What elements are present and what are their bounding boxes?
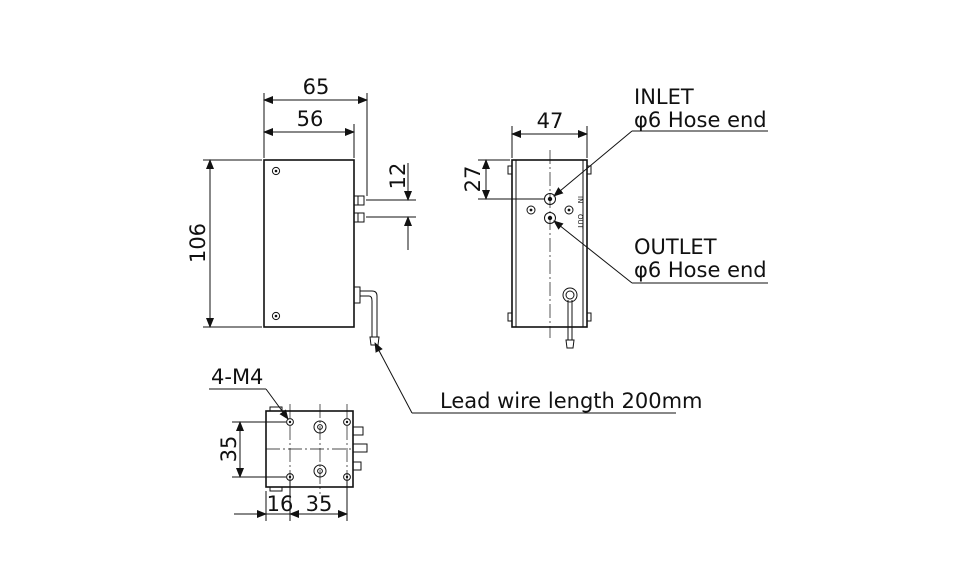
outlet-title: OUTLET — [634, 235, 717, 259]
inlet-port — [544, 193, 556, 205]
side-body — [511, 159, 588, 328]
front-ports — [353, 195, 365, 223]
outlet-port — [544, 212, 556, 224]
bottom-view: 35 16 35 — [217, 404, 368, 521]
lead-wire-callout: Lead wire length 200mm — [374, 342, 703, 414]
inlet-title: INLET — [634, 85, 694, 109]
side-grommet — [562, 287, 578, 349]
m4-hole-3 — [286, 473, 294, 481]
lead-wire-label: Lead wire length 200mm — [440, 389, 703, 413]
dim-bottom-hole-pitch-horizontal: 35 — [306, 492, 333, 516]
mount-holes-label: 4-M4 — [211, 365, 263, 389]
outlet-callout: OUTLET φ6 Hose end — [553, 220, 768, 284]
out-mark: OUT — [576, 214, 584, 230]
m4-hole-4 — [343, 473, 351, 481]
dim-bottom-offset: 16 — [267, 492, 294, 516]
side-screw-left — [526, 205, 536, 215]
dim-side-port-offset: 27 — [461, 166, 485, 193]
dim-side-width: 47 — [537, 109, 564, 133]
outlet-spec: φ6 Hose end — [634, 258, 767, 282]
side-view: IN OUT 47 27 — [461, 109, 592, 349]
bottom-screw-bottom — [313, 464, 327, 478]
dim-front-width-overall: 65 — [303, 75, 330, 99]
dim-bottom-hole-pitch-vertical: 35 — [217, 436, 241, 463]
m4-hole-1 — [286, 418, 294, 426]
front-lead-wire — [353, 286, 380, 346]
dim-front-height: 106 — [186, 223, 210, 263]
mount-holes-callout: 4-M4 — [209, 365, 289, 420]
in-mark: IN — [576, 196, 584, 203]
front-screw-bottom — [271, 311, 281, 321]
side-screw-right — [564, 205, 574, 215]
bottom-screw-top — [313, 420, 327, 434]
m4-hole-2 — [343, 418, 351, 426]
inlet-callout: INLET φ6 Hose end — [553, 85, 768, 197]
dim-port-pitch: 12 — [386, 163, 410, 190]
dim-front-width-body: 56 — [297, 107, 324, 131]
inlet-spec: φ6 Hose end — [634, 108, 767, 132]
front-view: 65 56 106 12 — [186, 75, 416, 346]
front-body — [263, 159, 355, 328]
front-screw-top — [271, 166, 281, 176]
